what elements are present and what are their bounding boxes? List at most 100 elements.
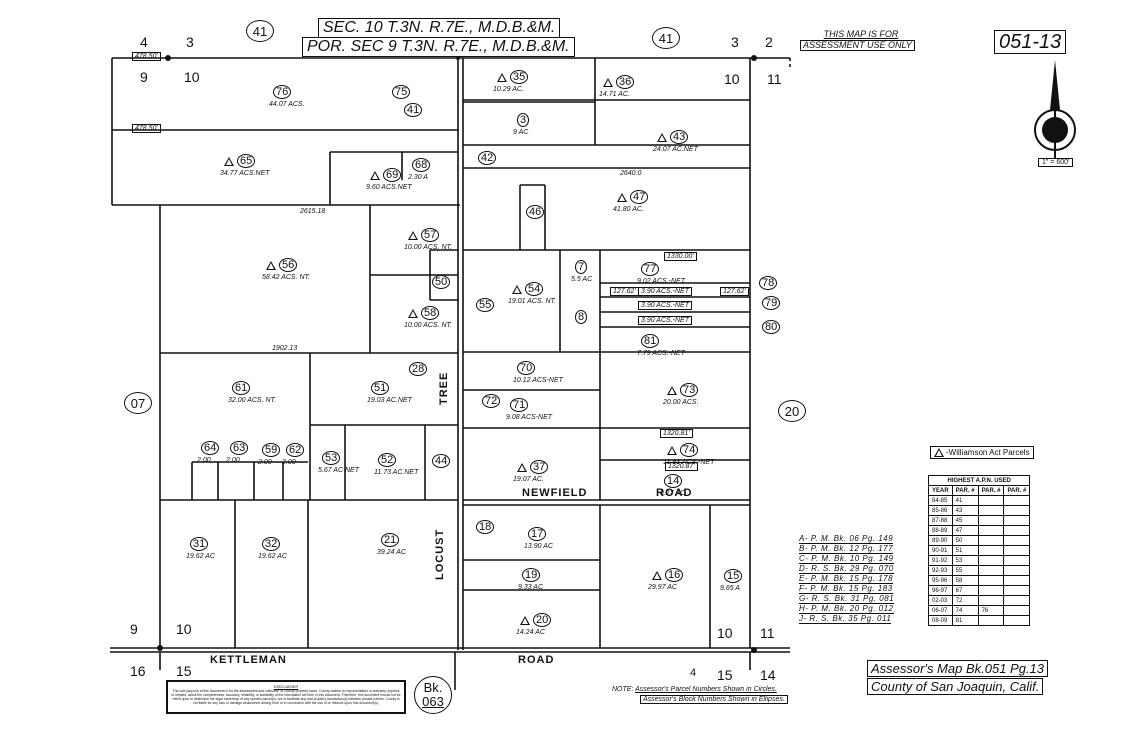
parcel-77[interactable]: 77: [641, 262, 660, 276]
parcel-number: 68: [412, 158, 431, 172]
williamson-triangle-icon: [517, 462, 527, 472]
reference-item: A- P. M. Bk. 06 Pg. 149: [799, 534, 894, 544]
parcel-41[interactable]: 41: [404, 103, 423, 117]
parcel-73[interactable]: 73: [667, 383, 699, 397]
bk-label: Bk.: [423, 679, 443, 695]
reference-item: H- P. M. Bk. 20 Pg. 012: [799, 604, 894, 614]
parcel-number: 77: [641, 262, 660, 276]
parcel-acreage: 10.00 ACS. NT.: [404, 322, 453, 329]
parcel-43[interactable]: 43: [657, 130, 689, 144]
parcel-72[interactable]: 72: [482, 394, 501, 408]
parcel-76[interactable]: 76: [273, 85, 292, 99]
parcel-56[interactable]: 56: [266, 258, 298, 272]
parcel-number: 20: [533, 613, 552, 627]
parcel-44[interactable]: 44: [432, 454, 451, 468]
parcel-59[interactable]: 59: [262, 443, 281, 457]
parcel-acreage: 24.07 AC.NET: [653, 146, 698, 153]
table-cell: 76: [977, 605, 1005, 616]
parcel-54[interactable]: 54: [512, 282, 544, 296]
parcel-number: 31: [190, 537, 209, 551]
parcel-16[interactable]: 16: [652, 568, 684, 582]
corner-label: 15: [176, 663, 192, 679]
parcel-acreage: 10.00 ACS. NT.: [404, 244, 453, 251]
parcel-79[interactable]: 79: [762, 296, 781, 310]
parcel-acreage: 2.00: [258, 459, 272, 466]
corner-label: 10: [717, 625, 733, 641]
parcel-50[interactable]: 50: [432, 275, 451, 289]
map-number: 051-13: [994, 30, 1067, 54]
parcel-58[interactable]: 58: [408, 306, 440, 320]
parcel-62[interactable]: 62: [286, 443, 305, 457]
table-cell: [977, 515, 1005, 526]
parcel-number: 46: [526, 205, 545, 219]
parcel-17[interactable]: 17: [528, 527, 547, 541]
parcel-acreage: 19.62 AC: [258, 553, 287, 560]
parcel-18[interactable]: 18: [476, 520, 495, 534]
table-cell: [1003, 545, 1031, 556]
parcel-acreage: 10.29 AC.: [493, 86, 524, 93]
parcel-acreage: 7.79 ACS.-NET: [637, 350, 685, 357]
parcel-71[interactable]: 71: [510, 398, 529, 412]
parcel-55[interactable]: 55: [476, 298, 495, 312]
table-cell: 55: [951, 565, 979, 576]
parcel-53[interactable]: 53: [322, 451, 341, 465]
road-tree: TREE: [438, 371, 450, 405]
parcel-8[interactable]: 8: [575, 310, 588, 324]
parcel-65[interactable]: 65: [224, 154, 256, 168]
parcel-35[interactable]: 35: [497, 70, 529, 84]
parcel-number: 79: [762, 296, 781, 310]
table-cell: [1003, 495, 1031, 506]
parcel-32[interactable]: 32: [262, 537, 281, 551]
parcel-28[interactable]: 28: [409, 362, 428, 376]
road-newfield: NEWFIELD: [522, 487, 588, 499]
parcel-68[interactable]: 68: [412, 158, 431, 172]
parcel-acreage: 9 AC: [513, 129, 529, 136]
parcel-31[interactable]: 31: [190, 537, 209, 551]
parcel-20[interactable]: 20: [520, 613, 552, 627]
parcel-81[interactable]: 81: [641, 334, 660, 348]
parcel-19[interactable]: 19: [522, 568, 541, 582]
parcel-61[interactable]: 61: [232, 381, 251, 395]
parcel-37[interactable]: 37: [517, 460, 549, 474]
parcel-70[interactable]: 70: [517, 361, 536, 375]
parcel-number: 72: [482, 394, 501, 408]
parcel-acreage: 9.65 A: [720, 585, 740, 592]
williamson-triangle-icon: [603, 77, 613, 87]
parcel-64[interactable]: 64: [201, 441, 220, 455]
williamson-triangle-icon: [520, 615, 530, 625]
parcel-acreage: 14.71 AC.: [599, 91, 630, 98]
parcel-51[interactable]: 51: [371, 381, 390, 395]
table-cell: [1003, 575, 1031, 586]
williamson-triangle-icon: [266, 260, 276, 270]
parcel-57[interactable]: 57: [408, 228, 440, 242]
parcel-74[interactable]: 74: [667, 443, 699, 457]
parcel-78[interactable]: 78: [759, 276, 778, 290]
parcel-number: 78: [759, 276, 778, 290]
parcel-46[interactable]: 46: [526, 205, 545, 219]
reference-item: G- R. S. Bk. 31 Pg. 081: [799, 594, 895, 604]
parcel-42[interactable]: 42: [478, 151, 497, 165]
parcel-63[interactable]: 63: [230, 441, 249, 455]
parcel-14[interactable]: 14: [664, 474, 683, 488]
parcel-52[interactable]: 52: [378, 453, 397, 467]
parcel-47[interactable]: 47: [617, 190, 649, 204]
parcel-80[interactable]: 80: [762, 320, 781, 334]
parcel-75[interactable]: 75: [392, 85, 411, 99]
use-disclaimer-bottom: ASSESSMENT USE ONLY: [800, 40, 915, 51]
parcel-7[interactable]: 7: [575, 260, 588, 274]
parcel-number: 42: [478, 151, 497, 165]
parcel-acreage: 9.02 ACS.-NET: [637, 278, 685, 285]
table-cell: 91-92: [928, 555, 953, 566]
table-cell: [1003, 505, 1031, 516]
parcel-acreage: 32.00 ACS. NT.: [228, 397, 277, 404]
parcel-15[interactable]: 15: [724, 569, 743, 583]
table-cell: 41: [951, 495, 979, 506]
disclaimer-text: The sole purpose of this document is for…: [171, 689, 401, 706]
parcel-36[interactable]: 36: [603, 75, 635, 89]
parcel-21[interactable]: 21: [381, 533, 400, 547]
parcel-number: 54: [525, 282, 544, 296]
parcel-3[interactable]: 3: [517, 113, 530, 127]
parcel-69[interactable]: 69: [370, 168, 402, 182]
